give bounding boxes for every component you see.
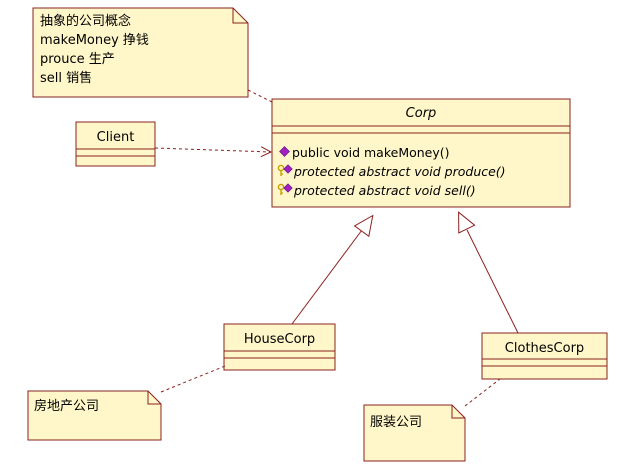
house-corp-class-name: HouseCorp [244, 332, 315, 347]
concept-note-line-4: sell 销售 [40, 70, 92, 86]
corp-operation-sell: protected abstract void sell() [293, 183, 476, 198]
protected-key-icon [277, 164, 285, 176]
generalization-arrowhead [353, 214, 374, 238]
concept-note[interactable]: 抽象的公司概念 makeMoney 挣钱 prouce 生产 sell 销售 [32, 7, 249, 98]
public-operation-icon [279, 146, 290, 157]
protected-operation-icon [283, 183, 293, 193]
clothes-note[interactable]: 服装公司 [363, 404, 466, 462]
class-client[interactable]: Client [75, 121, 156, 167]
protected-key-icon [277, 183, 285, 195]
house-note-text: 房地产公司 [34, 398, 99, 414]
corp-operation-produce: protected abstract void produce() [293, 164, 506, 179]
class-corp[interactable]: Corp public void makeMoney() protected a… [271, 98, 571, 208]
house-note-anchor [160, 365, 226, 393]
protected-operation-icon [283, 164, 293, 174]
clothes-corp-class-name: ClothesCorp [505, 341, 584, 356]
generalization-arrowhead [458, 211, 476, 234]
class-clothes-corp[interactable]: ClothesCorp [481, 332, 608, 380]
class-house-corp[interactable]: HouseCorp [223, 323, 336, 371]
clothes-corp-generalization [458, 211, 519, 334]
corp-operation-make-money: public void makeMoney() [292, 145, 450, 160]
concept-note-line-3: prouce 生产 [40, 52, 115, 67]
clothes-note-anchor [464, 378, 501, 407]
concept-note-line-2: makeMoney 挣钱 [40, 33, 149, 48]
house-note[interactable]: 房地产公司 [27, 390, 162, 441]
concept-note-anchor [247, 89, 273, 103]
house-corp-generalization [291, 214, 374, 325]
corp-class-name: Corp [406, 106, 437, 121]
clothes-note-text: 服装公司 [370, 415, 422, 430]
client-class-name: Client [97, 130, 135, 145]
concept-note-line-1: 抽象的公司概念 [40, 13, 131, 29]
client-corp-dependency [154, 148, 271, 152]
